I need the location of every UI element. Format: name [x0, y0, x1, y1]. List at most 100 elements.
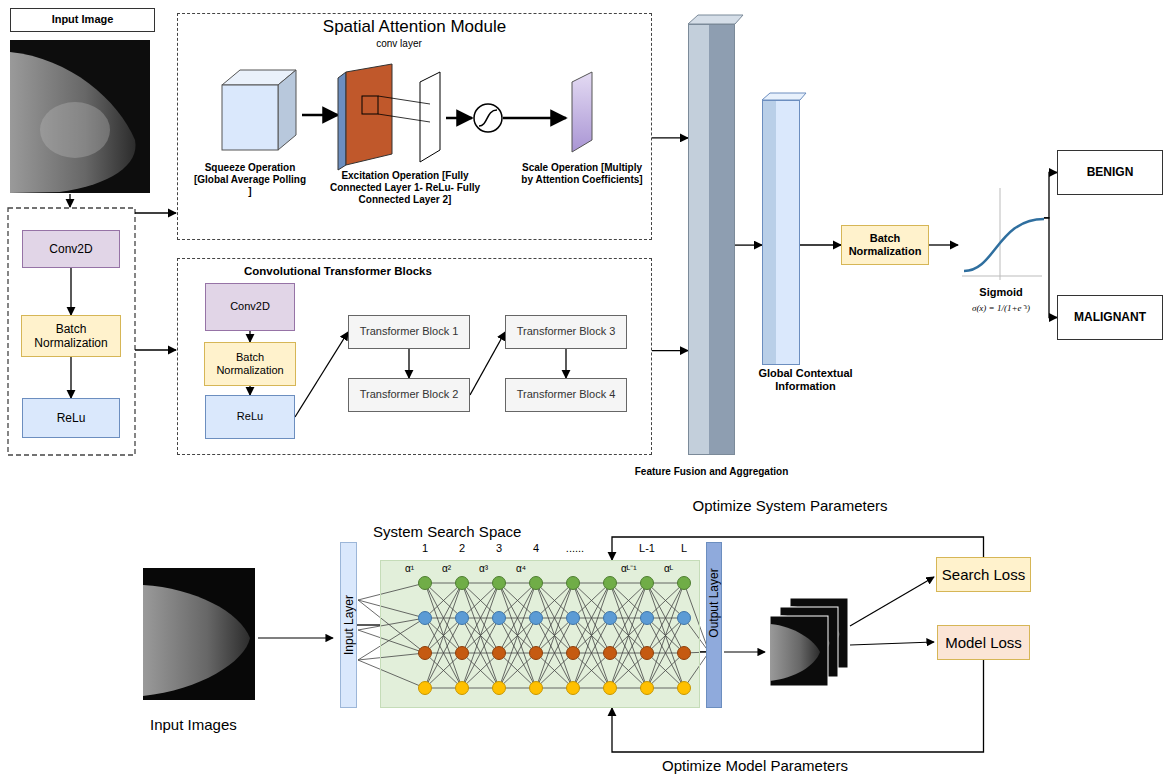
node-text: Search Loss [942, 566, 1025, 584]
node-text: Feature Fusion and Aggregation [635, 466, 789, 478]
grid-links [425, 583, 462, 688]
process-box: ReLu [22, 398, 120, 438]
sigmoid-curve [479, 110, 497, 126]
excitation-slab [338, 72, 346, 170]
grid-nodes [493, 577, 506, 695]
grid-links [573, 583, 610, 688]
alpha-weight: α² [442, 563, 451, 575]
mammogram-image [10, 40, 150, 193]
edge-label: Optimize System Parameters [689, 497, 890, 514]
node-text: Conv2D [49, 242, 92, 256]
flow-arrow [850, 642, 934, 645]
grid-links [462, 583, 499, 688]
node-text: Input Image [52, 13, 114, 26]
node-text: Transformer Block 1 [360, 325, 459, 338]
search-panel [380, 560, 700, 708]
scale-slab [572, 72, 592, 152]
alpha-weight: αᴸ⁻¹ [621, 563, 637, 575]
connector [70, 357, 71, 398]
connector [295, 332, 348, 417]
node-text: Batch Normalization [209, 351, 291, 377]
class-box: BENIGN [1057, 150, 1163, 195]
alpha-weight: αᴸ [664, 563, 673, 575]
grid-nodes [604, 577, 617, 695]
column-number: ...... [555, 542, 595, 555]
fan-lines [358, 583, 425, 688]
column-number: 3 [484, 542, 514, 555]
operation-caption: Scale Operation [Multiply by Attention C… [520, 162, 644, 186]
edge-label: Optimize Model Parameters [659, 757, 851, 774]
mammogram-image [143, 568, 255, 700]
loss-box: Model Loss [937, 625, 1030, 660]
column-number: L-1 [632, 542, 662, 555]
column-number: 4 [521, 542, 551, 555]
loss-box: Search Loss [936, 557, 1031, 592]
grid-nodes [641, 577, 654, 695]
node-text: System Search Space [373, 523, 521, 541]
flow-arrow [503, 117, 566, 120]
plot-axis [962, 276, 1042, 277]
flow-arrow [258, 637, 333, 638]
node-text: ReLu [57, 411, 86, 425]
transformer-box: Transformer Block 3 [505, 315, 627, 349]
process-box: Batch Normalization [21, 315, 121, 357]
column-number: L [669, 542, 699, 555]
node-text: σ(x) = 1/(1+e⁻ˣ) [958, 303, 1044, 314]
flow-arrow [135, 212, 176, 213]
connector [565, 349, 566, 378]
conv-output [420, 72, 440, 162]
alpha-weight: α³ [479, 563, 488, 575]
connector [249, 331, 250, 342]
process-box: ReLu [205, 395, 295, 439]
flow-arrow [850, 577, 934, 626]
title-box: Input Image [10, 8, 155, 32]
context-bar: Global Contextual Information [762, 100, 800, 365]
flow-arrow [724, 651, 765, 652]
node-text: Input Layer [341, 595, 355, 655]
connector [408, 349, 409, 378]
cube-side [278, 70, 296, 150]
fusion-bar: Feature Fusion and Aggregation [688, 24, 735, 455]
image-caption: Input Images [150, 716, 237, 734]
process-box: Batch Normalization [841, 225, 929, 265]
grid-links [536, 583, 573, 688]
class-box: MALIGNANT [1057, 295, 1163, 340]
bar-top [688, 15, 743, 24]
node-text: Sigmoid [958, 286, 1044, 299]
grid-nodes [456, 577, 469, 695]
connector [652, 350, 688, 351]
node-text: Output Layer [707, 568, 721, 637]
column-number: 1 [410, 542, 440, 555]
plot-axis [1000, 188, 1001, 280]
connector [70, 268, 71, 315]
grid-nodes [530, 577, 543, 695]
node-text: Transformer Block 3 [517, 325, 616, 338]
connector [612, 660, 984, 752]
layer-bar: Output Layer [706, 542, 722, 708]
tissue-texture [40, 102, 110, 158]
connector [470, 332, 505, 395]
connector [929, 244, 958, 245]
transformer-box: Transformer Block 4 [505, 378, 627, 412]
node-text: Batch Normalization [26, 322, 116, 351]
node-text: Convolutional Transformer Blocks [244, 265, 432, 279]
process-box: Batch Normalization [204, 342, 296, 386]
node-text: BENIGN [1087, 165, 1134, 179]
connector [800, 244, 841, 245]
node-text: Transformer Block 2 [360, 388, 459, 401]
excitation-slab [346, 64, 392, 165]
cube-front [222, 85, 278, 150]
breast-tissue [10, 52, 136, 193]
node-text: Spatial Attention Module [178, 17, 651, 37]
flow-arrow [446, 117, 472, 120]
grid-nodes [567, 577, 580, 695]
node-text: MALIGNANT [1074, 310, 1146, 324]
node-text: Batch Normalization [846, 232, 924, 258]
bar-top [762, 93, 806, 100]
connector [1044, 218, 1057, 318]
search-space: System Search Space [380, 560, 700, 708]
breast-tissue [143, 585, 250, 696]
connector [612, 537, 984, 560]
image-stack [770, 616, 828, 686]
